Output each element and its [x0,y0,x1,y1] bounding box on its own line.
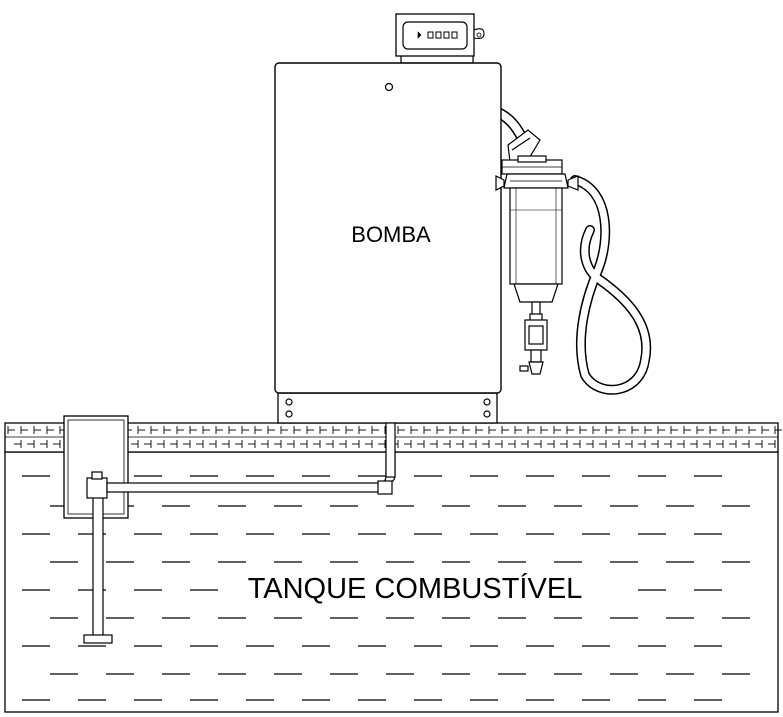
fuel-filter-icon [495,129,579,317]
pump-base [277,392,498,424]
brick-pattern [7,426,782,448]
nozzle-icon [519,313,548,375]
pump-label: BOMBA [351,222,431,247]
pump-key-hole [384,82,394,92]
suction-pipe [83,422,396,644]
tank-label: TANQUE COMBUSTÍVEL [248,572,583,605]
pump-cabinet [274,62,502,394]
pump-body: BOMBA [274,62,502,394]
dispenser-display-icon [395,13,485,64]
fuel-tank: TANQUE COMBUSTÍVEL [4,451,779,713]
tank-hatch-lines [22,475,750,701]
tank-label-backdrop [225,568,610,610]
